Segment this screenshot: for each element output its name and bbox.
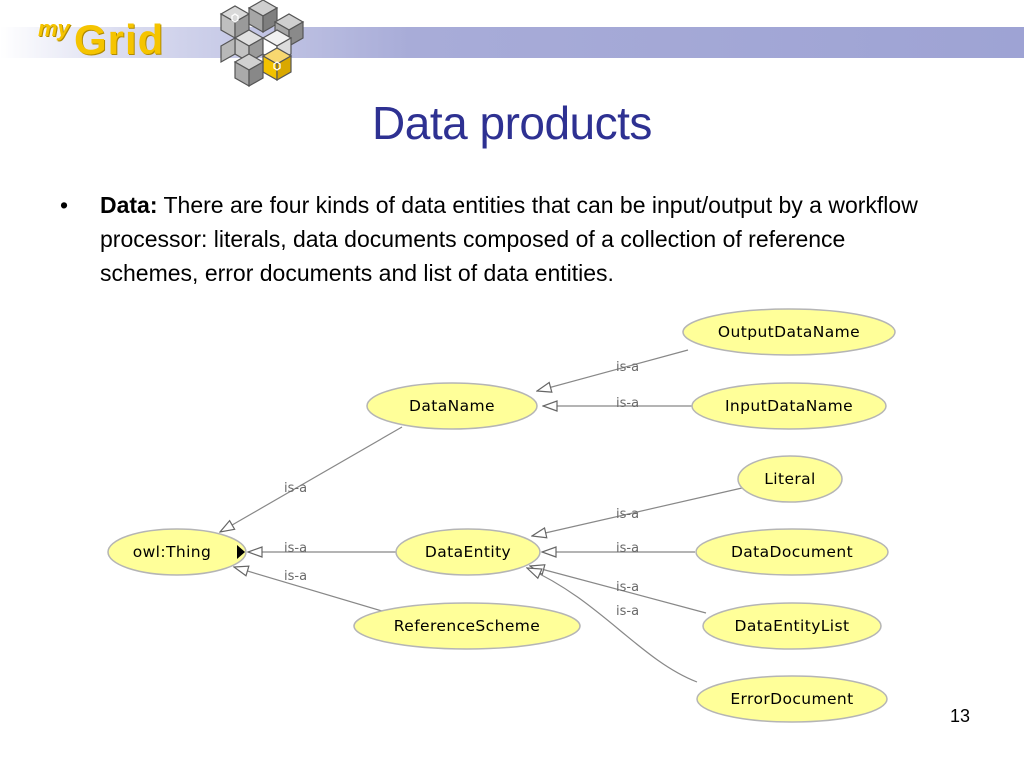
node-errordocument: ErrorDocument bbox=[696, 675, 888, 723]
svg-text:ReferenceScheme: ReferenceScheme bbox=[394, 617, 540, 635]
edge-outputdataname-dataname bbox=[537, 349, 689, 391]
edge-literal-dataentity bbox=[532, 487, 743, 536]
bullet-text: Data: There are four kinds of data entit… bbox=[100, 188, 940, 290]
node-datadocument: DataDocument bbox=[695, 528, 889, 576]
edge-referencescheme-owlthing bbox=[234, 567, 383, 612]
slide-title: Data products bbox=[372, 97, 652, 149]
edge-dataentitylist-dataentity bbox=[530, 566, 707, 614]
svg-text:owl:Thing: owl:Thing bbox=[133, 543, 212, 561]
node-owlthing: owl:Thing bbox=[107, 528, 247, 576]
edge-label-referencescheme: is-a bbox=[284, 569, 307, 584]
edge-label-dataentity: is-a bbox=[284, 541, 307, 556]
edge-label-dataentitylist: is-a bbox=[616, 580, 639, 595]
svg-text:Literal: Literal bbox=[764, 470, 816, 488]
svg-text:DataEntity: DataEntity bbox=[425, 543, 511, 561]
node-dataentitylist: DataEntityList bbox=[702, 602, 882, 650]
header-banner bbox=[0, 27, 1024, 58]
node-inputdataname: InputDataName bbox=[691, 382, 887, 430]
edge-label-inputdataname: is-a bbox=[616, 396, 639, 411]
svg-text:InputDataName: InputDataName bbox=[725, 397, 853, 415]
logo-my-text: my bbox=[38, 16, 70, 41]
node-literal: Literal bbox=[737, 455, 843, 503]
edge-label-errordocument: is-a bbox=[616, 604, 639, 619]
node-dataentity: DataEntity bbox=[395, 528, 541, 576]
edge-errordocument-dataentity bbox=[527, 568, 698, 683]
edge-dataname-owlthing bbox=[220, 426, 403, 532]
bullet-body: There are four kinds of data entities th… bbox=[100, 192, 918, 286]
svg-text:ErrorDocument: ErrorDocument bbox=[730, 690, 853, 708]
node-outputdataname: OutputDataName bbox=[682, 308, 896, 356]
mygrid-logo: my Grid bbox=[30, 8, 230, 68]
svg-text:DataEntityList: DataEntityList bbox=[735, 617, 850, 635]
bullet-marker: • bbox=[60, 192, 69, 218]
logo-grid-text: Grid bbox=[74, 16, 165, 63]
edge-label-outputdataname: is-a bbox=[616, 360, 639, 375]
svg-text:DataName: DataName bbox=[409, 397, 495, 415]
edge-label-literal: is-a bbox=[616, 507, 639, 522]
node-dataname: DataName bbox=[366, 382, 538, 430]
node-referencescheme: ReferenceScheme bbox=[353, 602, 581, 650]
edge-label-datadocument: is-a bbox=[616, 541, 639, 556]
svg-text:OutputDataName: OutputDataName bbox=[718, 323, 860, 341]
svg-text:DataDocument: DataDocument bbox=[731, 543, 853, 561]
bullet-lead: Data: bbox=[100, 192, 158, 218]
logo-cubes-icon bbox=[219, 0, 305, 88]
edge-label-dataname: is-a bbox=[284, 481, 307, 496]
expand-triangle-icon bbox=[237, 545, 245, 559]
page-number: 13 bbox=[949, 706, 970, 726]
